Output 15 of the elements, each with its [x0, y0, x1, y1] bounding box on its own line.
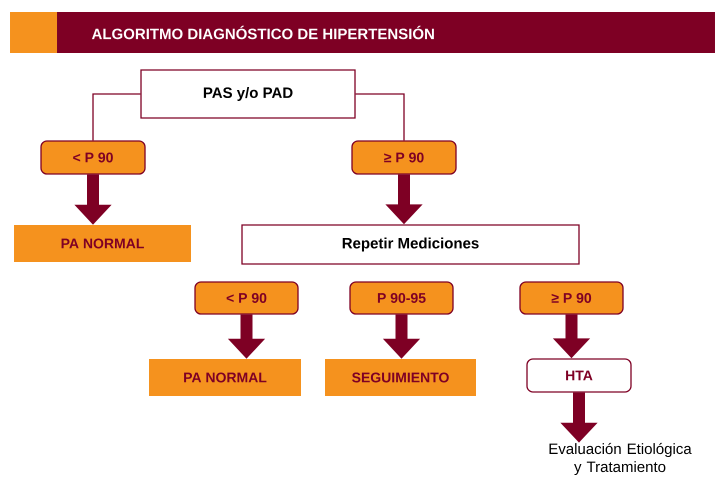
process-box: Repetir Mediciones [241, 224, 580, 265]
process-box: HTA [526, 358, 632, 393]
title-banner: ALGORITMO DIAGNÓSTICO DE HIPERTENSIÓN [10, 12, 715, 53]
condition-box: < P 90 [40, 140, 146, 175]
result-box: SEGUIMIENTO [325, 358, 476, 396]
result-box: PA NORMAL [14, 225, 191, 262]
connector-line [92, 93, 140, 140]
outcome-text: Evaluación Etiológica y Tratamiento [550, 442, 692, 476]
result-box: PA NORMAL [149, 358, 301, 396]
connector-line [356, 93, 405, 140]
process-box: PAS y/o PAD [140, 69, 356, 119]
condition-box: ≥ P 90 [519, 281, 624, 315]
condition-box: ≥ P 90 [351, 140, 457, 175]
condition-box: < P 90 [194, 281, 299, 315]
condition-box: P 90-95 [349, 281, 454, 315]
